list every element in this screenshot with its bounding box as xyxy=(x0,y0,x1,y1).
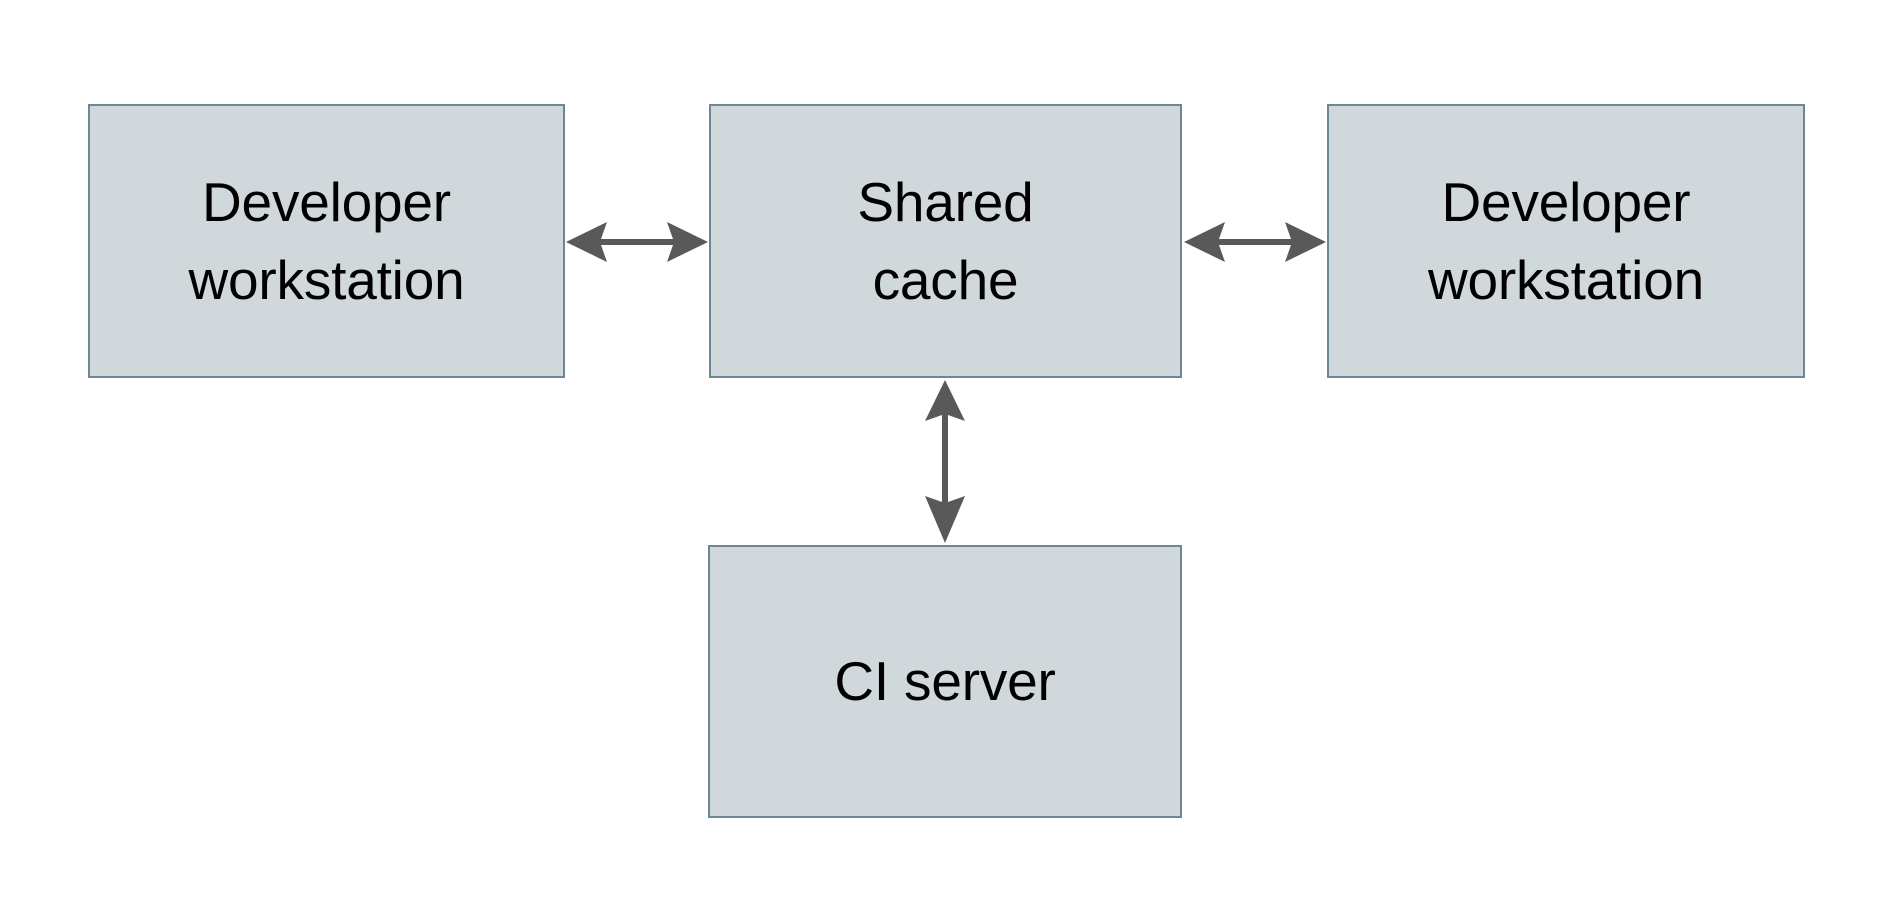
node-developer-workstation-right[interactable]: Developer workstation xyxy=(1327,104,1805,378)
node-label: Developer workstation xyxy=(1428,170,1704,311)
connector-shared-cache-to-ci-server[interactable] xyxy=(915,374,975,549)
node-label: CI server xyxy=(834,650,1056,713)
connector-shared-cache-to-dev-right[interactable] xyxy=(1178,212,1332,272)
node-label: Shared cache xyxy=(857,170,1034,311)
connector-dev-left-to-shared-cache[interactable] xyxy=(560,212,714,272)
node-shared-cache[interactable]: Shared cache xyxy=(709,104,1182,378)
node-label: Developer workstation xyxy=(188,170,465,311)
double-arrow-vertical-icon xyxy=(925,380,965,543)
node-developer-workstation-left[interactable]: Developer workstation xyxy=(88,104,565,378)
double-arrow-horizontal-icon xyxy=(1184,222,1326,262)
node-ci-server[interactable]: CI server xyxy=(708,545,1182,818)
double-arrow-horizontal-icon xyxy=(566,222,708,262)
